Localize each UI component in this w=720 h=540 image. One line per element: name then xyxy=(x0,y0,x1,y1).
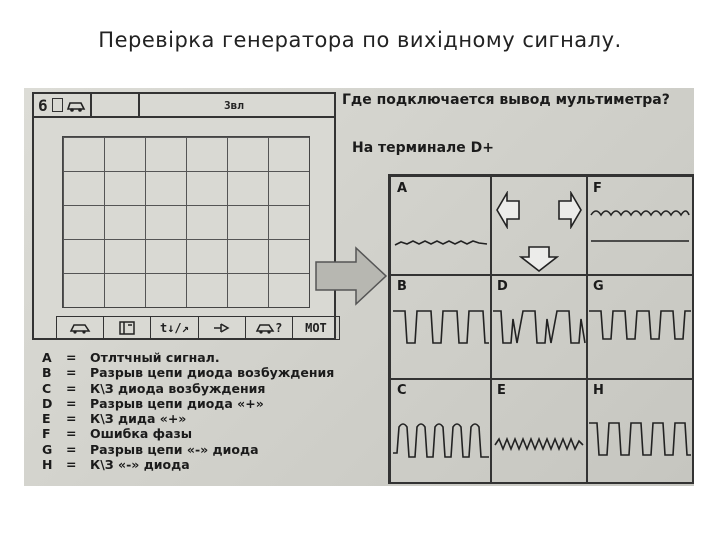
legend-key: G xyxy=(42,441,53,457)
header-number: 6 xyxy=(38,95,48,115)
arrow-right-icon xyxy=(558,191,582,229)
diagnostic-photo: 6 3вл xyxy=(24,88,694,486)
multimeter-icon xyxy=(119,321,135,335)
pointer-icon xyxy=(213,323,230,333)
legend-key: D xyxy=(42,395,53,411)
legend-sep: = xyxy=(66,426,77,442)
question-text: Где подключается вывод мультиметра? xyxy=(342,92,670,108)
waveform-cell-g: G xyxy=(586,274,694,380)
cell-label: E xyxy=(497,383,506,398)
legend-text: К\З дида «+» xyxy=(90,411,187,427)
legend-text: Разрыв цепи диода возбуждения xyxy=(90,365,335,381)
arrow-right-icon xyxy=(315,246,388,306)
legend-key: C xyxy=(42,380,52,396)
toolbar-mot-button[interactable]: MOT xyxy=(305,321,327,335)
legend-text: Разрыв цепи «-» диода xyxy=(90,441,259,457)
header-box-icon xyxy=(52,98,63,112)
waveform-panel: A F B xyxy=(388,174,694,484)
legend-row: E = К\З дида «+» xyxy=(42,411,334,426)
legend-sep: = xyxy=(66,411,77,427)
waveform-cell-d: D xyxy=(490,274,588,380)
legend-sep: = xyxy=(66,441,77,457)
waveform-cell-f: F xyxy=(586,176,694,276)
cell-label: H xyxy=(593,383,604,398)
legend-text: К\З диода возбуждения xyxy=(90,380,266,396)
arrow-left-icon xyxy=(496,191,520,229)
toolbar-multimeter-button[interactable] xyxy=(104,317,152,339)
waveform-f xyxy=(590,210,690,242)
legend-row: D = Разрыв цепи диода «+» xyxy=(42,396,334,411)
legend: A = Отлтчный сигнал. B = Разрыв цепи дио… xyxy=(42,350,334,472)
legend-sep: = xyxy=(66,457,77,473)
car-icon xyxy=(66,102,86,112)
legend-row: H = К\З «-» диода xyxy=(42,457,334,472)
slide-title: Перевірка генератора по вихідному сигнал… xyxy=(98,28,622,52)
waveform-b xyxy=(393,310,489,344)
legend-key: B xyxy=(42,365,52,381)
legend-sep: = xyxy=(66,395,77,411)
waveform-cell-b: B xyxy=(390,274,492,380)
legend-row: G = Разрыв цепи «-» диода xyxy=(42,442,334,457)
header-divider xyxy=(138,94,140,116)
waveform-h xyxy=(589,422,691,456)
cell-label: F xyxy=(593,181,602,196)
toolbar-car-button[interactable] xyxy=(57,317,105,339)
waveform-e xyxy=(494,436,584,452)
legend-sep: = xyxy=(66,380,77,396)
cell-label: D xyxy=(497,279,508,294)
cell-label: B xyxy=(397,279,407,294)
waveform-d xyxy=(493,310,586,344)
legend-text: Разрыв цепи диода «+» xyxy=(90,395,264,411)
header-divider xyxy=(90,94,92,116)
legend-key: H xyxy=(42,457,53,473)
scope-toolbar: t↓/↗ ? MOT xyxy=(56,316,340,340)
legend-row: A = Отлтчный сигнал. xyxy=(42,350,334,365)
legend-text: К\З «-» диода xyxy=(90,457,190,473)
legend-text: Отлтчный сигнал. xyxy=(90,350,220,365)
legend-key: F xyxy=(42,426,51,442)
waveform-a xyxy=(394,240,488,246)
legend-row: C = К\З диода возбуждения xyxy=(42,381,334,396)
legend-sep: = xyxy=(66,350,77,365)
answer-text: На терминале D+ xyxy=(352,140,495,156)
toolbar-time-button[interactable]: t↓/↗ xyxy=(151,317,199,339)
cell-label: G xyxy=(593,279,604,294)
car-icon xyxy=(69,324,91,334)
waveform-cell-a: A xyxy=(390,176,492,276)
legend-row: F = Ошибка фазы xyxy=(42,426,334,441)
waveform-cell-h: H xyxy=(586,378,694,484)
toolbar-car-help-button[interactable]: ? xyxy=(246,317,293,339)
legend-key: A xyxy=(42,350,52,365)
scope-grid xyxy=(62,136,310,308)
waveform-cell-e: E xyxy=(490,378,588,484)
legend-sep: = xyxy=(66,365,77,381)
arrows-cell xyxy=(490,176,588,276)
cell-label: A xyxy=(397,181,408,196)
car-icon xyxy=(255,324,275,334)
toolbar-pointer-button[interactable] xyxy=(199,317,246,339)
scope-header: 6 3вл xyxy=(34,94,334,118)
legend-row: B = Разрыв цепи диода возбуждения xyxy=(42,365,334,380)
oscilloscope-screen: 6 3вл xyxy=(32,92,340,340)
legend-key: E xyxy=(42,411,51,427)
header-value: 3вл xyxy=(224,98,244,112)
waveform-g xyxy=(589,310,691,340)
arrow-down-icon xyxy=(519,246,559,273)
waveform-c xyxy=(393,423,489,458)
cell-label: C xyxy=(397,383,407,398)
waveform-cell-c: C xyxy=(390,378,492,484)
legend-text: Ошибка фазы xyxy=(90,426,193,442)
